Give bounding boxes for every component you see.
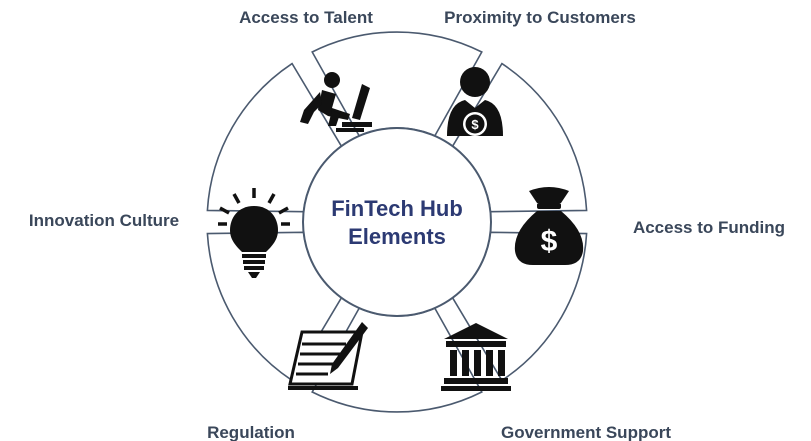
label-innovation-culture: Innovation Culture	[29, 211, 179, 230]
hub-title-line1: FinTech Hub	[331, 196, 463, 221]
svg-text:$: $	[541, 225, 558, 258]
label-government-support: Government Support	[501, 423, 671, 441]
label-proximity-to-customers: Proximity to Customers	[444, 8, 636, 27]
hub-title-line2: Elements	[348, 224, 446, 249]
money-bag-icon: $	[514, 187, 584, 265]
svg-text:$: $	[471, 117, 479, 132]
label-access-to-talent: Access to Talent	[239, 8, 373, 27]
lightbulb-icon	[218, 188, 290, 278]
person-at-computer-icon	[300, 72, 372, 132]
label-regulation: Regulation	[207, 423, 295, 441]
hub-circle	[302, 127, 492, 317]
document-pen-icon	[288, 322, 368, 390]
customer-dollar-icon: $	[447, 67, 503, 136]
government-building-icon	[441, 323, 511, 391]
label-access-to-funding: Access to Funding	[633, 218, 785, 237]
